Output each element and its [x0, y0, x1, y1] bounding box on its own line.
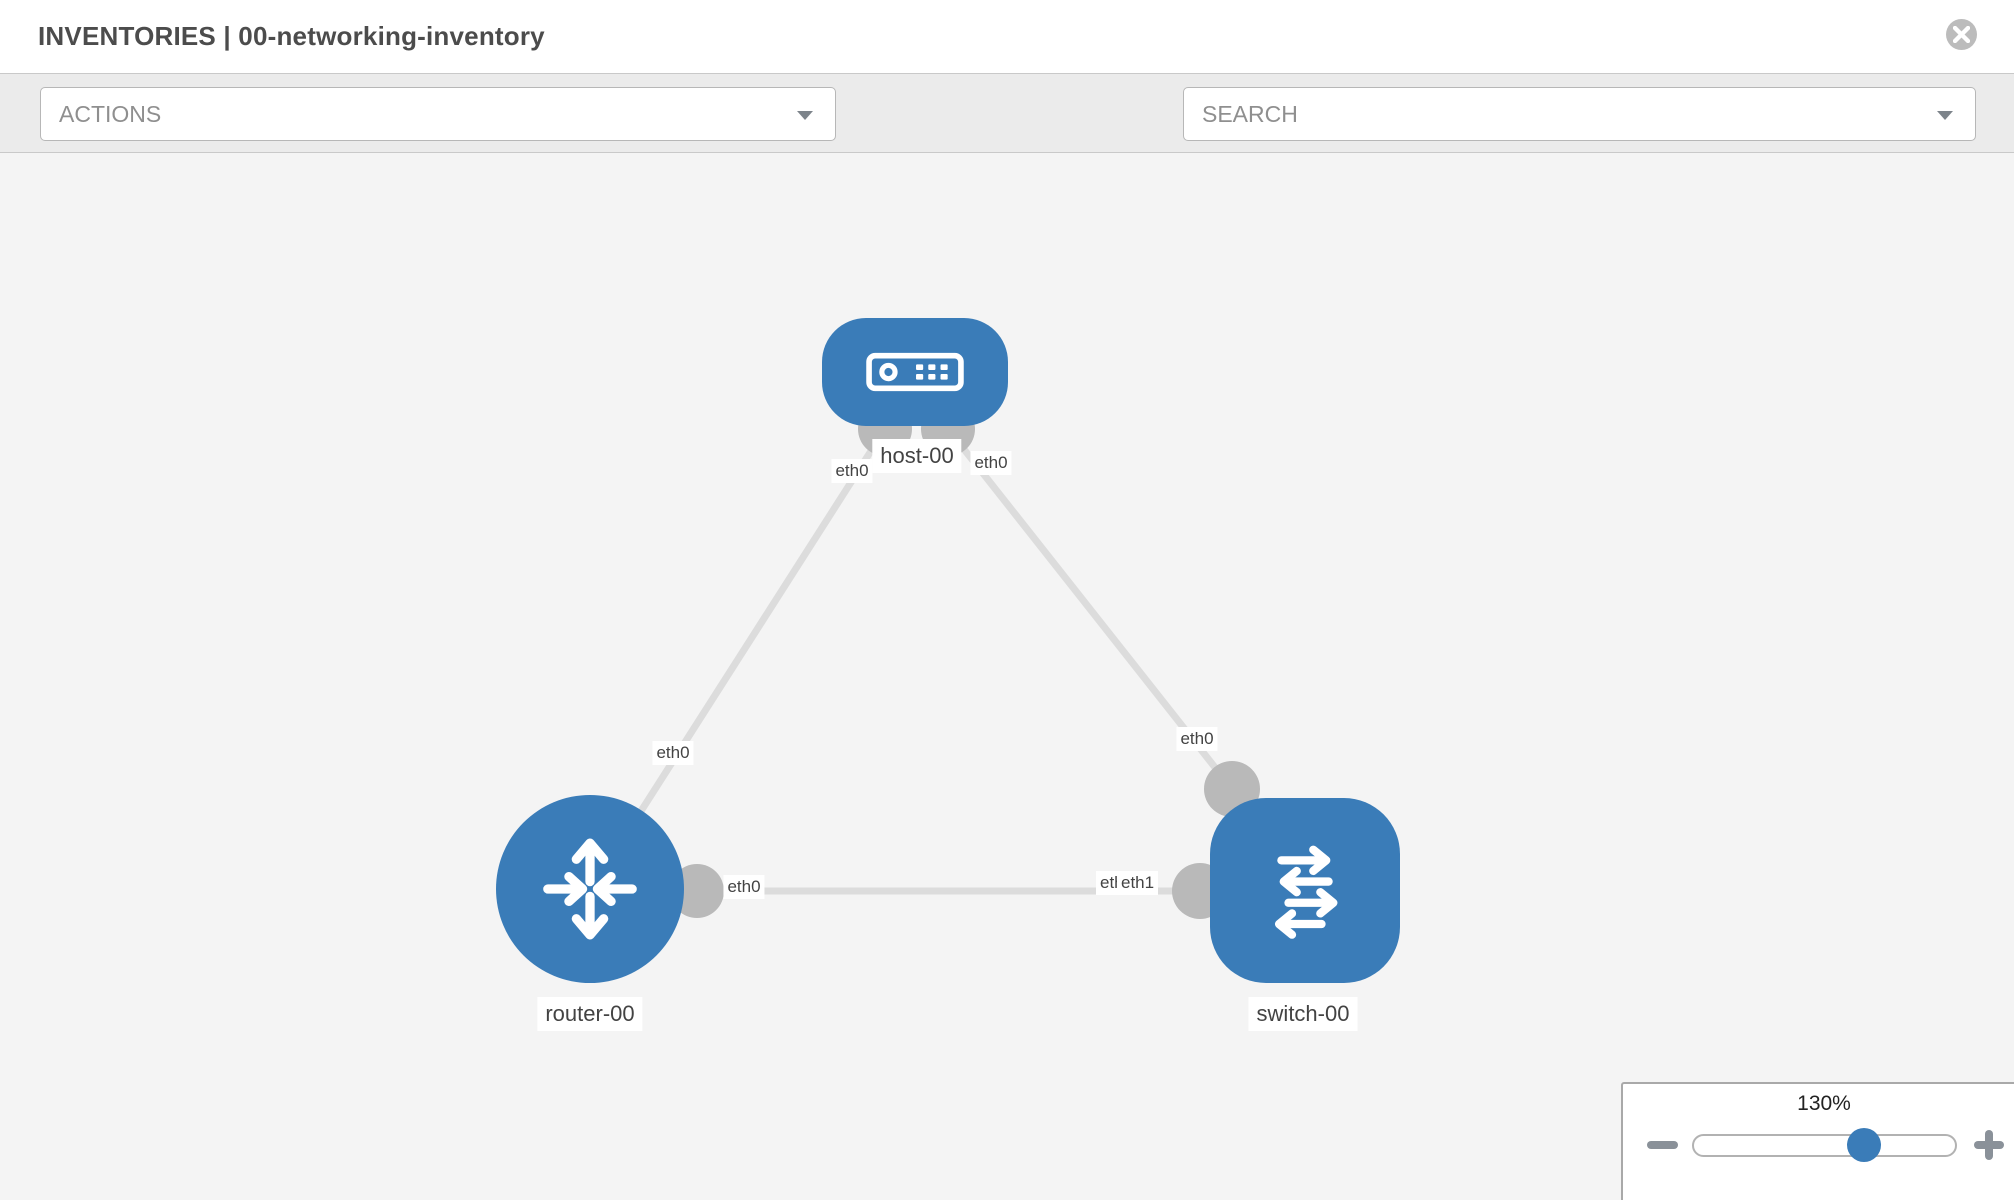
actions-dropdown[interactable]: ACTIONS: [40, 87, 836, 141]
toolbar: ACTIONS SEARCH: [0, 73, 2014, 205]
node-label-host-00: host-00: [872, 439, 962, 473]
close-icon: [1953, 26, 1970, 43]
zoom-slider-thumb[interactable]: [1847, 1128, 1881, 1162]
interface-label: eth0: [970, 451, 1012, 475]
close-button[interactable]: [1946, 19, 1977, 50]
node-host-00[interactable]: [822, 318, 1008, 426]
node-label-router-00: router-00: [537, 997, 643, 1031]
port-router-right: [670, 864, 724, 918]
interface-label: eth0: [1176, 727, 1218, 751]
interface-label: eth0: [831, 459, 873, 483]
search-dropdown-label: SEARCH: [1202, 101, 1298, 127]
interface-label: eth0: [652, 741, 694, 765]
chevron-down-icon: [797, 111, 813, 120]
router-icon: [543, 838, 637, 940]
zoom-control-panel: 130%: [1621, 1082, 2014, 1200]
zoom-level-value: 130%: [1797, 1092, 1851, 1115]
page-title: INVENTORIES | 00-networking-inventory: [38, 21, 545, 51]
zoom-slider[interactable]: [1692, 1134, 1957, 1157]
interface-label: eth0: [723, 875, 765, 899]
search-dropdown[interactable]: SEARCH: [1183, 87, 1976, 141]
interface-label: eth1: [1117, 871, 1159, 895]
page-header: INVENTORIES | 00-networking-inventory: [0, 0, 2014, 73]
actions-dropdown-label: ACTIONS: [59, 101, 162, 127]
node-router-00[interactable]: [496, 795, 684, 983]
node-label-switch-00: switch-00: [1248, 997, 1358, 1031]
topology-links: [587, 402, 1260, 919]
topology-canvas[interactable]: eth0 eth0 eth0 eth0 eth0 eth0 eth1 host-…: [0, 153, 2014, 1200]
zoom-out-button[interactable]: [1647, 1141, 1678, 1149]
node-switch-00[interactable]: [1210, 798, 1400, 983]
switch-icon: [1274, 845, 1338, 939]
chevron-down-icon: [1937, 111, 1953, 120]
host-icon: [866, 352, 964, 392]
zoom-in-button[interactable]: [1974, 1130, 2004, 1160]
